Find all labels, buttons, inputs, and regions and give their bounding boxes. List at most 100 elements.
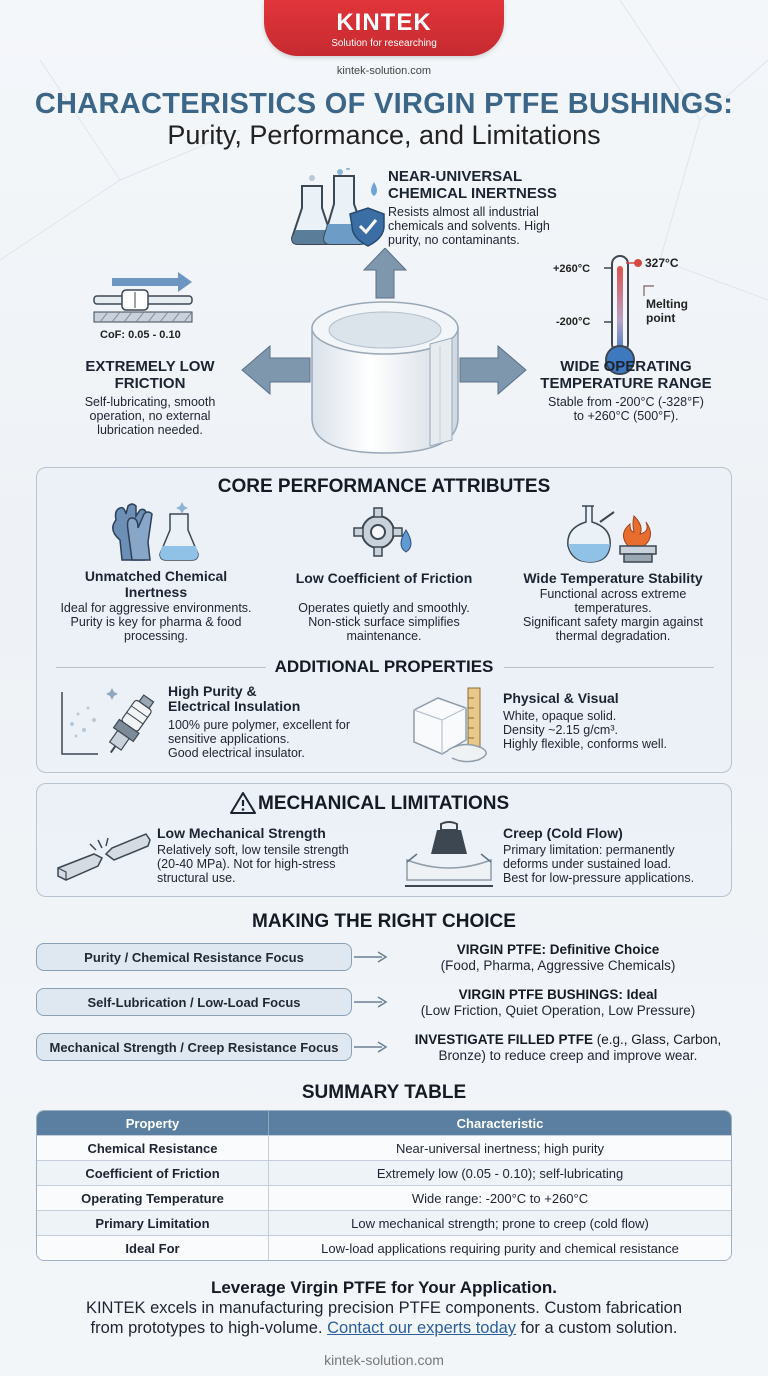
cta-line2-pre: from prototypes to high-volume. (90, 1319, 328, 1337)
choice-result-strength-body: Bronze) to reduce creep and improve wear… (438, 1048, 698, 1063)
table-cell-property: Coefficient of Friction (37, 1160, 269, 1185)
gloves-flask-icon (112, 502, 199, 561)
core-col-body-line: temperatures. (574, 601, 652, 615)
choice-result-lubrication-body: (Low Friction, Quiet Operation, Low Pres… (420, 1003, 696, 1018)
chemical-body: Resists almost all industrial chemicals … (388, 205, 608, 247)
temperature-title: WIDE OPERATING TEMPERATURE RANGE (516, 358, 736, 392)
core-col-friction-title: Low Coefficient of Friction (270, 570, 498, 586)
additional-purity-title: High Purity & Electrical Insulation (168, 684, 388, 714)
limitations-title: MECHANICAL LIMITATIONS (258, 793, 510, 814)
additional-title-line: High Purity & (168, 683, 257, 699)
cta-line2-post: for a custom solution. (516, 1319, 678, 1337)
core-col-body-line: Significant safety margin against (523, 615, 703, 629)
melting-point-label: Melting point (646, 297, 688, 325)
ptfe-bushing-illustration (241, 248, 527, 454)
contact-experts-link[interactable]: Contact our experts today (327, 1319, 517, 1337)
choice-title: MAKING THE RIGHT CHOICE (252, 911, 516, 932)
temperature-title-line1: WIDE OPERATING (560, 358, 692, 375)
summary-title: SUMMARY TABLE (301, 1082, 467, 1103)
core-col-title-line: Inertness (124, 584, 188, 600)
brand-tagline: Solution for researching (331, 38, 437, 49)
limitations-panel (36, 783, 732, 897)
friction-body-line: Self-lubricating, smooth (84, 395, 216, 409)
table-cell-property: Operating Temperature (37, 1185, 269, 1210)
additional-body-line: Highly flexible, conforms well. (503, 737, 667, 751)
temperature-body: Stable from -200°C (-328°F) to +260°C (5… (516, 395, 736, 423)
choice-focus-strength[interactable]: Mechanical Strength / Creep Resistance F… (36, 1033, 352, 1061)
table-cell-property: Primary Limitation (37, 1210, 269, 1235)
core-col-body-line: thermal degradation. (555, 629, 671, 643)
core-col-body-line: processing. (124, 629, 188, 643)
friction-title-line2: FRICTION (114, 375, 186, 392)
site-url-top[interactable]: kintek-solution.com (336, 65, 432, 77)
melting-point-line: Melting (646, 297, 688, 311)
limitation-body-line: Best for low-pressure applications. (503, 871, 695, 885)
flask-burner-icon (567, 505, 657, 563)
cta-title: Leverage Virgin PTFE for Your Applicatio… (210, 1278, 558, 1297)
chemical-body-line: purity, no contaminants. (388, 233, 520, 247)
choice-result-lubrication-head: VIRGIN PTFE BUSHINGS: Ideal (458, 987, 658, 1002)
limitation-body-line: deforms under sustained load. (503, 857, 672, 871)
additional-body-line: Density ~2.15 g/cm³. (503, 723, 618, 737)
core-col-body-line: Ideal for aggressive environments. (60, 601, 252, 615)
temperature-body-line: to +260°C (500°F). (573, 409, 679, 423)
arrow-right-icon (354, 1041, 388, 1053)
limitation-body-line: (20-40 MPa). Not for high-stress (157, 857, 336, 871)
core-attributes-title: CORE PERFORMANCE ATTRIBUTES (217, 476, 551, 497)
sliding-friction-icon (93, 272, 193, 323)
core-col-body-line: Functional across extreme (539, 587, 687, 601)
site-url-bottom[interactable]: kintek-solution.com (324, 1352, 444, 1368)
table-header-characteristic: Characteristic (269, 1111, 731, 1135)
limitation-strength-body: Relatively soft, low tensile strength (2… (157, 843, 397, 885)
core-col-title-line: Unmatched Chemical (84, 568, 228, 584)
core-col-title-line: Wide Temperature Stability (523, 570, 703, 586)
limitation-body-line: Relatively soft, low tensile strength (157, 843, 349, 857)
choice-focus-purity[interactable]: Purity / Chemical Resistance Focus (36, 943, 352, 971)
core-col-chemical-title: Unmatched Chemical Inertness (46, 568, 266, 600)
choice-result-purity-head: VIRGIN PTFE: Definitive Choice (456, 942, 660, 957)
limitation-creep-body: Primary limitation: permanently deforms … (503, 843, 729, 885)
core-col-body-line: Operates quietly and smoothly. (298, 601, 470, 615)
cta-body: KINTEK excels in manufacturing precision… (20, 1298, 748, 1338)
table-header-row: Property Characteristic (37, 1111, 731, 1135)
temp-high-label: +260°C (553, 263, 591, 275)
chemical-title-line2: CHEMICAL INERTNESS (388, 185, 557, 202)
table-cell-property: Ideal For (37, 1235, 269, 1260)
table-cell-property: Chemical Resistance (37, 1135, 269, 1160)
friction-body-line: lubrication needed. (97, 423, 203, 437)
friction-body: Self-lubricating, smooth operation, no e… (50, 395, 250, 437)
arrow-right-icon (354, 996, 388, 1008)
additional-physical-body: White, opaque solid. Density ~2.15 g/cm³… (503, 709, 723, 751)
core-col-body-line: maintenance. (346, 629, 422, 643)
flasks-shield-icon (290, 168, 385, 247)
choice-focus-lubrication[interactable]: Self-Lubrication / Low-Load Focus (36, 988, 352, 1016)
background-lines (0, 0, 768, 301)
temperature-body-line: Stable from -200°C (-328°F) (548, 395, 704, 409)
brand-banner: KINTEK Solution for researching (264, 0, 504, 56)
spark-plug-icon (61, 688, 155, 755)
page-title: CHARACTERISTICS OF VIRGIN PTFE BUSHINGS: (34, 88, 734, 120)
table-header-property: Property (37, 1111, 269, 1135)
additional-title-line: Electrical Insulation (168, 698, 301, 714)
melt-temp-label: 327°C (645, 256, 679, 270)
core-col-body-line: Non-stick surface simplifies (308, 615, 460, 629)
table-cell-characteristic: Wide range: -200°C to +260°C (269, 1185, 731, 1210)
broken-beam-icon (57, 833, 151, 881)
summary-table: Property Characteristic Chemical Resista… (36, 1110, 732, 1261)
temperature-title-line2: TEMPERATURE RANGE (540, 375, 712, 392)
melting-point-line: point (646, 311, 676, 325)
warning-icon (230, 792, 256, 814)
chemical-body-line: Resists almost all industrial (388, 205, 539, 219)
additional-body-line: 100% pure polymer, excellent for (168, 718, 351, 732)
table-cell-characteristic: Near-universal inertness; high purity (269, 1135, 731, 1160)
additional-physical-title: Physical & Visual (503, 690, 619, 706)
additional-purity-body: 100% pure polymer, excellent for sensiti… (168, 718, 398, 760)
additional-properties-title: ADDITIONAL PROPERTIES (274, 657, 494, 676)
cof-label: CoF: 0.05 - 0.10 (100, 329, 181, 341)
table-cell-characteristic: Low-load applications requiring purity a… (269, 1235, 731, 1260)
cta-line1: KINTEK excels in manufacturing precision… (85, 1299, 683, 1317)
limitation-body-line: Primary limitation: permanently (503, 843, 675, 857)
